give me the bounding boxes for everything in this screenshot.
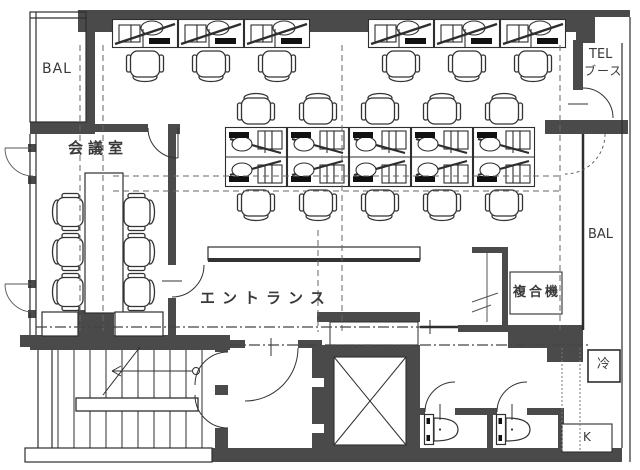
staircase [24, 346, 213, 463]
label-entrance: エントランス [200, 289, 332, 307]
stair-door-2 [194, 394, 229, 429]
toilet-door-2 [496, 381, 528, 413]
stair-landing [24, 447, 213, 463]
label-balcony-left: BAL [42, 61, 72, 77]
stair-door-1 [194, 351, 229, 386]
meeting-room-door [147, 127, 179, 159]
cabinet [41, 311, 79, 337]
tel-booth-door [582, 87, 614, 119]
label-tel-booth-2: ブース [584, 64, 623, 78]
entrance-hall-door [244, 347, 299, 402]
grid-lines [79, 45, 561, 332]
refrigerator-box [587, 349, 621, 383]
appliances [509, 271, 621, 453]
label-balcony-right: BAL [588, 227, 614, 242]
label-tel-booth-1: TEL [589, 47, 613, 62]
meeting-room-furniture [41, 172, 164, 337]
copier-box [509, 271, 563, 315]
elevator [312, 321, 419, 446]
doors [147, 87, 614, 429]
stair-handrail [75, 397, 199, 412]
desk-cluster-top-left [111, 18, 311, 49]
desk-cluster-top-right [367, 18, 567, 49]
kitchen-counter [561, 423, 613, 453]
desk-island [223, 126, 537, 188]
thin-walls [29, 11, 631, 462]
top-right-recess [595, 17, 630, 43]
entrance-counter [207, 246, 421, 262]
kitchen-area-lines [561, 348, 581, 452]
toilet-door-1 [424, 381, 456, 413]
balcony-window-door [564, 133, 606, 175]
meeting-room-east-door [171, 264, 205, 298]
conference-table [84, 172, 124, 314]
cabinet [114, 311, 164, 337]
copier-glass-partition [471, 253, 499, 322]
label-refrigerator: 冷 [597, 357, 611, 372]
label-meeting-room: 会議室 [68, 139, 129, 157]
elevator-landing [329, 321, 419, 346]
label-kitchen: K [583, 430, 591, 444]
west-exit-doors [4, 147, 34, 313]
label-copier: 複合機 [513, 285, 562, 300]
area-boundary-lines [36, 326, 590, 346]
